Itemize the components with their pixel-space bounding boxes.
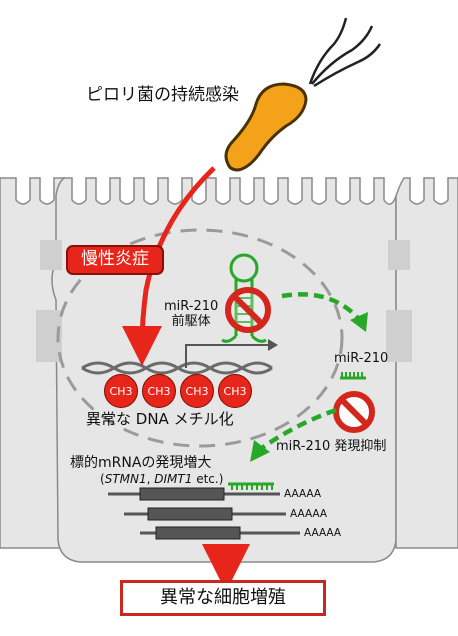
targeting-arrow — [260, 407, 337, 450]
precursor-label-line1: miR-210 — [164, 299, 219, 314]
methyl-group: CH3 — [142, 374, 176, 408]
promoter-arrowhead-icon — [268, 339, 278, 351]
promoter-arrow-icon — [185, 344, 268, 368]
processing-arrowhead-icon — [350, 312, 368, 332]
processing-arrow — [281, 292, 360, 320]
bacterium-icon — [224, 17, 382, 172]
mature-mirna-icon — [340, 372, 366, 380]
bound-mirna-icon — [228, 482, 274, 490]
cell-center — [51, 177, 397, 563]
methyl-group: CH3 — [180, 374, 214, 408]
precursor-label-line2: 前駆体 — [171, 313, 211, 329]
junction-right-mid — [386, 310, 412, 362]
outcome-box: 異常な細胞増殖 — [120, 580, 326, 616]
cell-right — [395, 177, 458, 549]
junction-right-top — [388, 240, 410, 270]
mature-mirna-label: miR-210 — [334, 351, 389, 366]
junction-left-top — [40, 240, 62, 270]
targeting-arrowhead-icon — [250, 440, 270, 462]
gene-name: STMN1 — [104, 472, 147, 486]
nucleus-outline — [56, 228, 344, 448]
h-pylori-label: ピロリ菌の持続感染 — [86, 85, 239, 105]
polya-tail: AAAAA — [290, 508, 328, 520]
polya-tail: AAAAA — [304, 527, 342, 539]
suppression-prohibition-icon — [333, 391, 375, 433]
prohibition-icon — [225, 287, 271, 333]
dna-double-helix — [81, 361, 273, 375]
precursor-label: miR-210 前駆体 — [164, 299, 219, 330]
polya-tail: AAAAA — [284, 488, 322, 500]
suppression-label: miR-210 発現抑制 — [276, 439, 387, 454]
mrna-list — [108, 487, 300, 540]
epithelium — [0, 177, 458, 563]
methyl-group: CH3 — [104, 374, 138, 408]
hairpin-rna-icon — [221, 253, 267, 343]
target-mrna-label: 標的mRNAの発現増大 — [70, 455, 212, 471]
methyl-group: CH3 — [218, 374, 252, 408]
inflammation-badge: 慢性炎症 — [66, 245, 164, 275]
gene-list: (STMN1, DIMT1 etc.) — [100, 472, 224, 486]
gene-etc: etc. — [196, 472, 219, 486]
methylation-label: 異常な DNA メチル化 — [86, 410, 234, 428]
gene-name: DIMT1 — [154, 472, 193, 486]
